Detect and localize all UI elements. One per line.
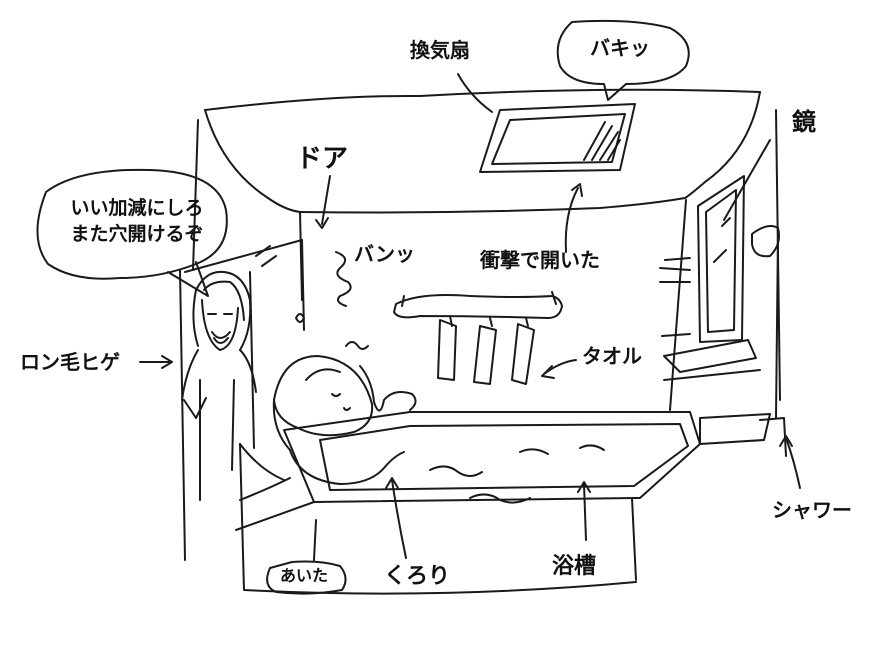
towel-2	[473, 325, 497, 385]
man-face	[201, 299, 239, 351]
bathtub-arrow	[577, 481, 591, 541]
ceiling-outline	[204, 88, 761, 111]
man-label: ロン毛ヒゲ	[20, 350, 120, 374]
opened-label: あいた	[280, 566, 329, 585]
towel-3	[511, 323, 535, 385]
door-handle	[295, 313, 305, 323]
woman-hair	[272, 365, 417, 451]
ripple-lines	[345, 341, 369, 350]
speech-line-2: また穴開けるぞ	[70, 222, 204, 245]
mirror-shelf	[663, 339, 757, 373]
towel-rack	[393, 291, 563, 319]
shower-arrow	[779, 435, 801, 489]
ceiling-left-edge	[204, 109, 301, 213]
kurori-arrow	[385, 477, 407, 559]
impact-label: 衝撃で開いた	[480, 248, 600, 272]
fan-sound-bubble	[556, 19, 690, 101]
man-hair	[192, 270, 252, 351]
left-wall-line	[192, 119, 199, 271]
mirror-shelf-lines	[661, 257, 761, 381]
shower-pipe	[775, 231, 779, 419]
mirror-inner	[705, 189, 737, 333]
towel-1	[437, 319, 457, 381]
impact-arrow	[564, 183, 583, 253]
mirror-frame	[697, 175, 745, 343]
opened-bubble	[266, 519, 347, 595]
woman-face	[305, 368, 351, 411]
door-hinge	[255, 245, 277, 267]
fan-broken-corner	[583, 121, 621, 161]
fan-frame	[479, 103, 636, 173]
door-label: ドア	[296, 144, 349, 174]
fan-label-arrow	[457, 73, 493, 113]
speech-bubble	[36, 168, 228, 297]
towel-label: タオル	[582, 344, 642, 368]
wall-ledge	[659, 267, 691, 283]
woman-arm	[289, 449, 405, 485]
man-beard	[211, 331, 231, 344]
kurori-label: くろり	[384, 564, 451, 589]
man-arrow	[139, 355, 173, 369]
ceiling-right-edge	[684, 91, 761, 199]
right-wall-line	[669, 199, 687, 411]
bathtub-label: 浴槽	[552, 554, 597, 579]
mirror-label: 鏡	[792, 108, 816, 136]
tub-inner	[319, 423, 689, 491]
bang-lines	[335, 251, 352, 307]
door-frame-top	[184, 239, 303, 273]
fan-label: 換気扇	[410, 38, 470, 62]
tub-front	[239, 443, 637, 595]
door-label-arrow	[315, 175, 331, 229]
shower-label: シャワー	[772, 498, 852, 522]
back-wall-left	[299, 211, 303, 301]
mirror-glare	[713, 217, 731, 263]
left-wall-line-lower	[179, 269, 186, 561]
fan-inner	[491, 113, 626, 165]
man-body	[181, 349, 257, 501]
side-ledge	[699, 413, 771, 445]
speech-text: いい加減にしろ また穴開けるぞ	[50, 196, 224, 247]
tub-left-side	[235, 443, 315, 531]
mirror-arrow	[723, 139, 771, 221]
speech-line-1: いい加減にしろ	[70, 197, 204, 219]
water-waves	[429, 444, 605, 504]
door-frame-right	[301, 239, 305, 331]
woman-head	[273, 355, 374, 437]
ceiling-back-edge	[299, 197, 686, 214]
fan-sound-label: バキッ	[590, 36, 650, 60]
shower-head	[751, 225, 780, 258]
towel-arrow	[541, 359, 577, 379]
towel-drips	[449, 315, 529, 327]
bang-label: バンッ	[354, 242, 415, 266]
